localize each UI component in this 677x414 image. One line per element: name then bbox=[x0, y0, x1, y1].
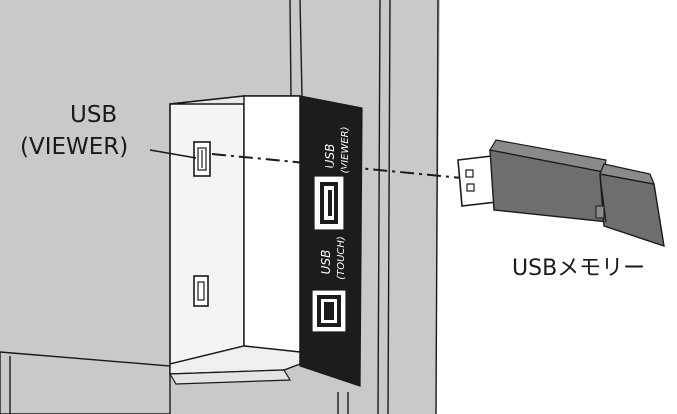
usb-viewer-port-side bbox=[194, 142, 210, 176]
terminal-strip bbox=[300, 96, 362, 386]
usb-touch-port bbox=[312, 290, 346, 332]
strip-label-usb-touch-sub: (TOUCH) bbox=[336, 236, 347, 280]
usb-viewer-port bbox=[314, 176, 344, 230]
terminal-panel-recess bbox=[244, 96, 300, 352]
terminal-panel-face bbox=[170, 96, 244, 364]
usb-viewer-label-line2: (VIEWER) bbox=[20, 136, 128, 159]
usb-memory-label: USBメモリー bbox=[512, 258, 645, 280]
usb-memory-stick bbox=[458, 140, 664, 246]
usb-viewer-label-line1: USB bbox=[70, 104, 117, 127]
strip-label-usb-touch: USB bbox=[319, 250, 333, 275]
usb-touch-port-side bbox=[194, 276, 208, 306]
